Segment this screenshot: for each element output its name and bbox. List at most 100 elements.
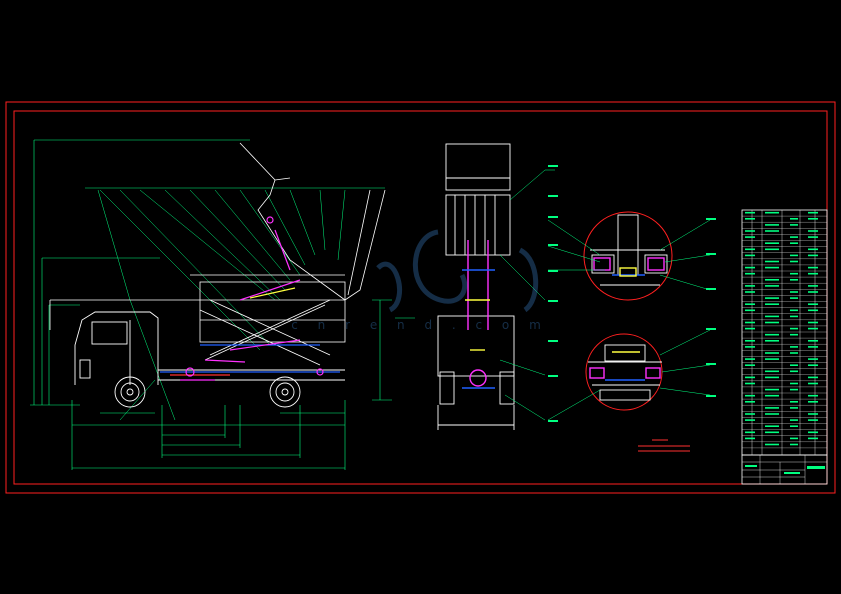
parts-list-cell-text [745,211,755,214]
parts-list-cell-text [765,407,779,409]
parts-list-cell-text [745,394,755,397]
parts-list-cell-text [808,272,818,275]
parts-list-cell-text [790,364,798,366]
parts-list-cell-text [808,327,818,330]
parts-list-cell-text [765,370,779,373]
parts-list-cell-text [808,437,818,440]
parts-list-cell-text [745,218,755,220]
parts-list-cell-text [765,394,779,397]
watermark-logo [376,229,539,313]
parts-list-cell-text [745,437,755,440]
parts-list-cell-text [790,236,798,238]
parts-list-cell-text [790,388,798,391]
drawing-outer-border [5,101,836,494]
parts-list-cell-text [765,230,779,232]
parts-list-cell-text [790,370,798,373]
parts-list-cell-text [790,272,798,275]
parts-list-cell-text [808,309,818,312]
parts-list-cell-text [765,376,779,379]
parts-list-cell-text [765,260,779,263]
parts-list-cell-text [765,303,779,305]
parts-list-cell-text [808,419,818,421]
section-detail-lower [547,329,711,421]
parts-list-cell-text [765,340,779,342]
rear-elevation-view [437,143,555,430]
parts-list-cell-text [745,272,755,275]
parts-list-cell-text [765,443,779,446]
parts-list-cell-text [765,321,779,324]
parts-list-cell-text [765,333,779,336]
drawing-inner-border [13,110,828,485]
parts-list-table [741,209,828,456]
parts-list-cell-text [790,297,798,299]
parts-list-cell-text [790,425,798,427]
parts-list-cell-text [808,340,818,342]
parts-list-cell-text [765,211,779,214]
parts-list-cell-text [765,352,779,354]
parts-list-cell-text [808,230,818,232]
parts-list-cell-text [790,437,798,440]
parts-list-cell-text [765,297,779,299]
parts-list-cell-text [745,340,755,342]
parts-list-cell-text [745,285,755,287]
parts-list-cell-text [745,376,755,379]
parts-list-cell-text [790,352,798,354]
parts-list-cell-text [808,266,818,269]
parts-list-cell-text [790,401,798,403]
parts-list-cell-text [745,321,755,324]
watermark-text: c n r e n d . c o m [291,318,549,332]
parts-list-cell-text [808,382,818,385]
parts-list-cell-text [745,431,755,434]
parts-list-cell-text [790,242,798,244]
parts-list-cell-text [745,291,755,293]
parts-list-cell-text [765,388,779,391]
parts-list-cell-text [765,279,779,281]
parts-list-cell-text [745,419,755,421]
parts-list-cell-text [790,260,798,263]
parts-list-cell-text [808,364,818,366]
parts-list-cell-text [765,224,779,226]
parts-list-cell-text [790,443,798,446]
parts-list-cell-text [745,236,755,238]
parts-list-cell-text [790,327,798,330]
parts-list-cell-text [745,401,755,403]
parts-list-cell-text [790,224,798,226]
parts-list-cell-text [808,394,818,397]
parts-list-cell-text [745,358,755,360]
parts-list-cell-text [808,303,818,305]
parts-list-cell-text [745,382,755,385]
parts-list-cell-text [790,315,798,318]
parts-list-cell-text [790,407,798,409]
parts-list-cell-text [808,431,818,434]
parts-list-cell-text [745,346,755,348]
parts-list-cell-text [790,254,798,257]
parts-list-cell-text [765,425,779,427]
parts-list-cell-text [790,309,798,312]
parts-list-cell-text [745,254,755,257]
parts-list-cell-text [765,242,779,244]
parts-list-cell-text [808,218,818,220]
parts-list-cell-text [745,303,755,305]
parts-list-cell-text [765,285,779,287]
parts-list-cell-text [745,327,755,330]
technical-notes [638,439,690,452]
parts-list-cell-text [745,248,755,251]
parts-list-cell-text [790,218,798,220]
parts-list-cell-text [790,382,798,385]
parts-list-cell-text [808,346,818,348]
parts-list-cell-text [745,230,755,232]
parts-list-cell-text [745,266,755,269]
parts-list-cell-text [808,248,818,251]
parts-list-cell-text [808,413,818,415]
parts-list-cell-text [808,401,818,403]
parts-list-cell-text [790,279,798,281]
parts-list-cell-text [790,346,798,348]
parts-list-cell-text [745,364,755,366]
callout-tags [548,165,716,422]
parts-list-cell-text [790,419,798,421]
title-block [741,454,828,485]
parts-list-cell-text [765,431,779,434]
parts-list-cell-text [808,358,818,360]
parts-list-cell-text [765,266,779,269]
